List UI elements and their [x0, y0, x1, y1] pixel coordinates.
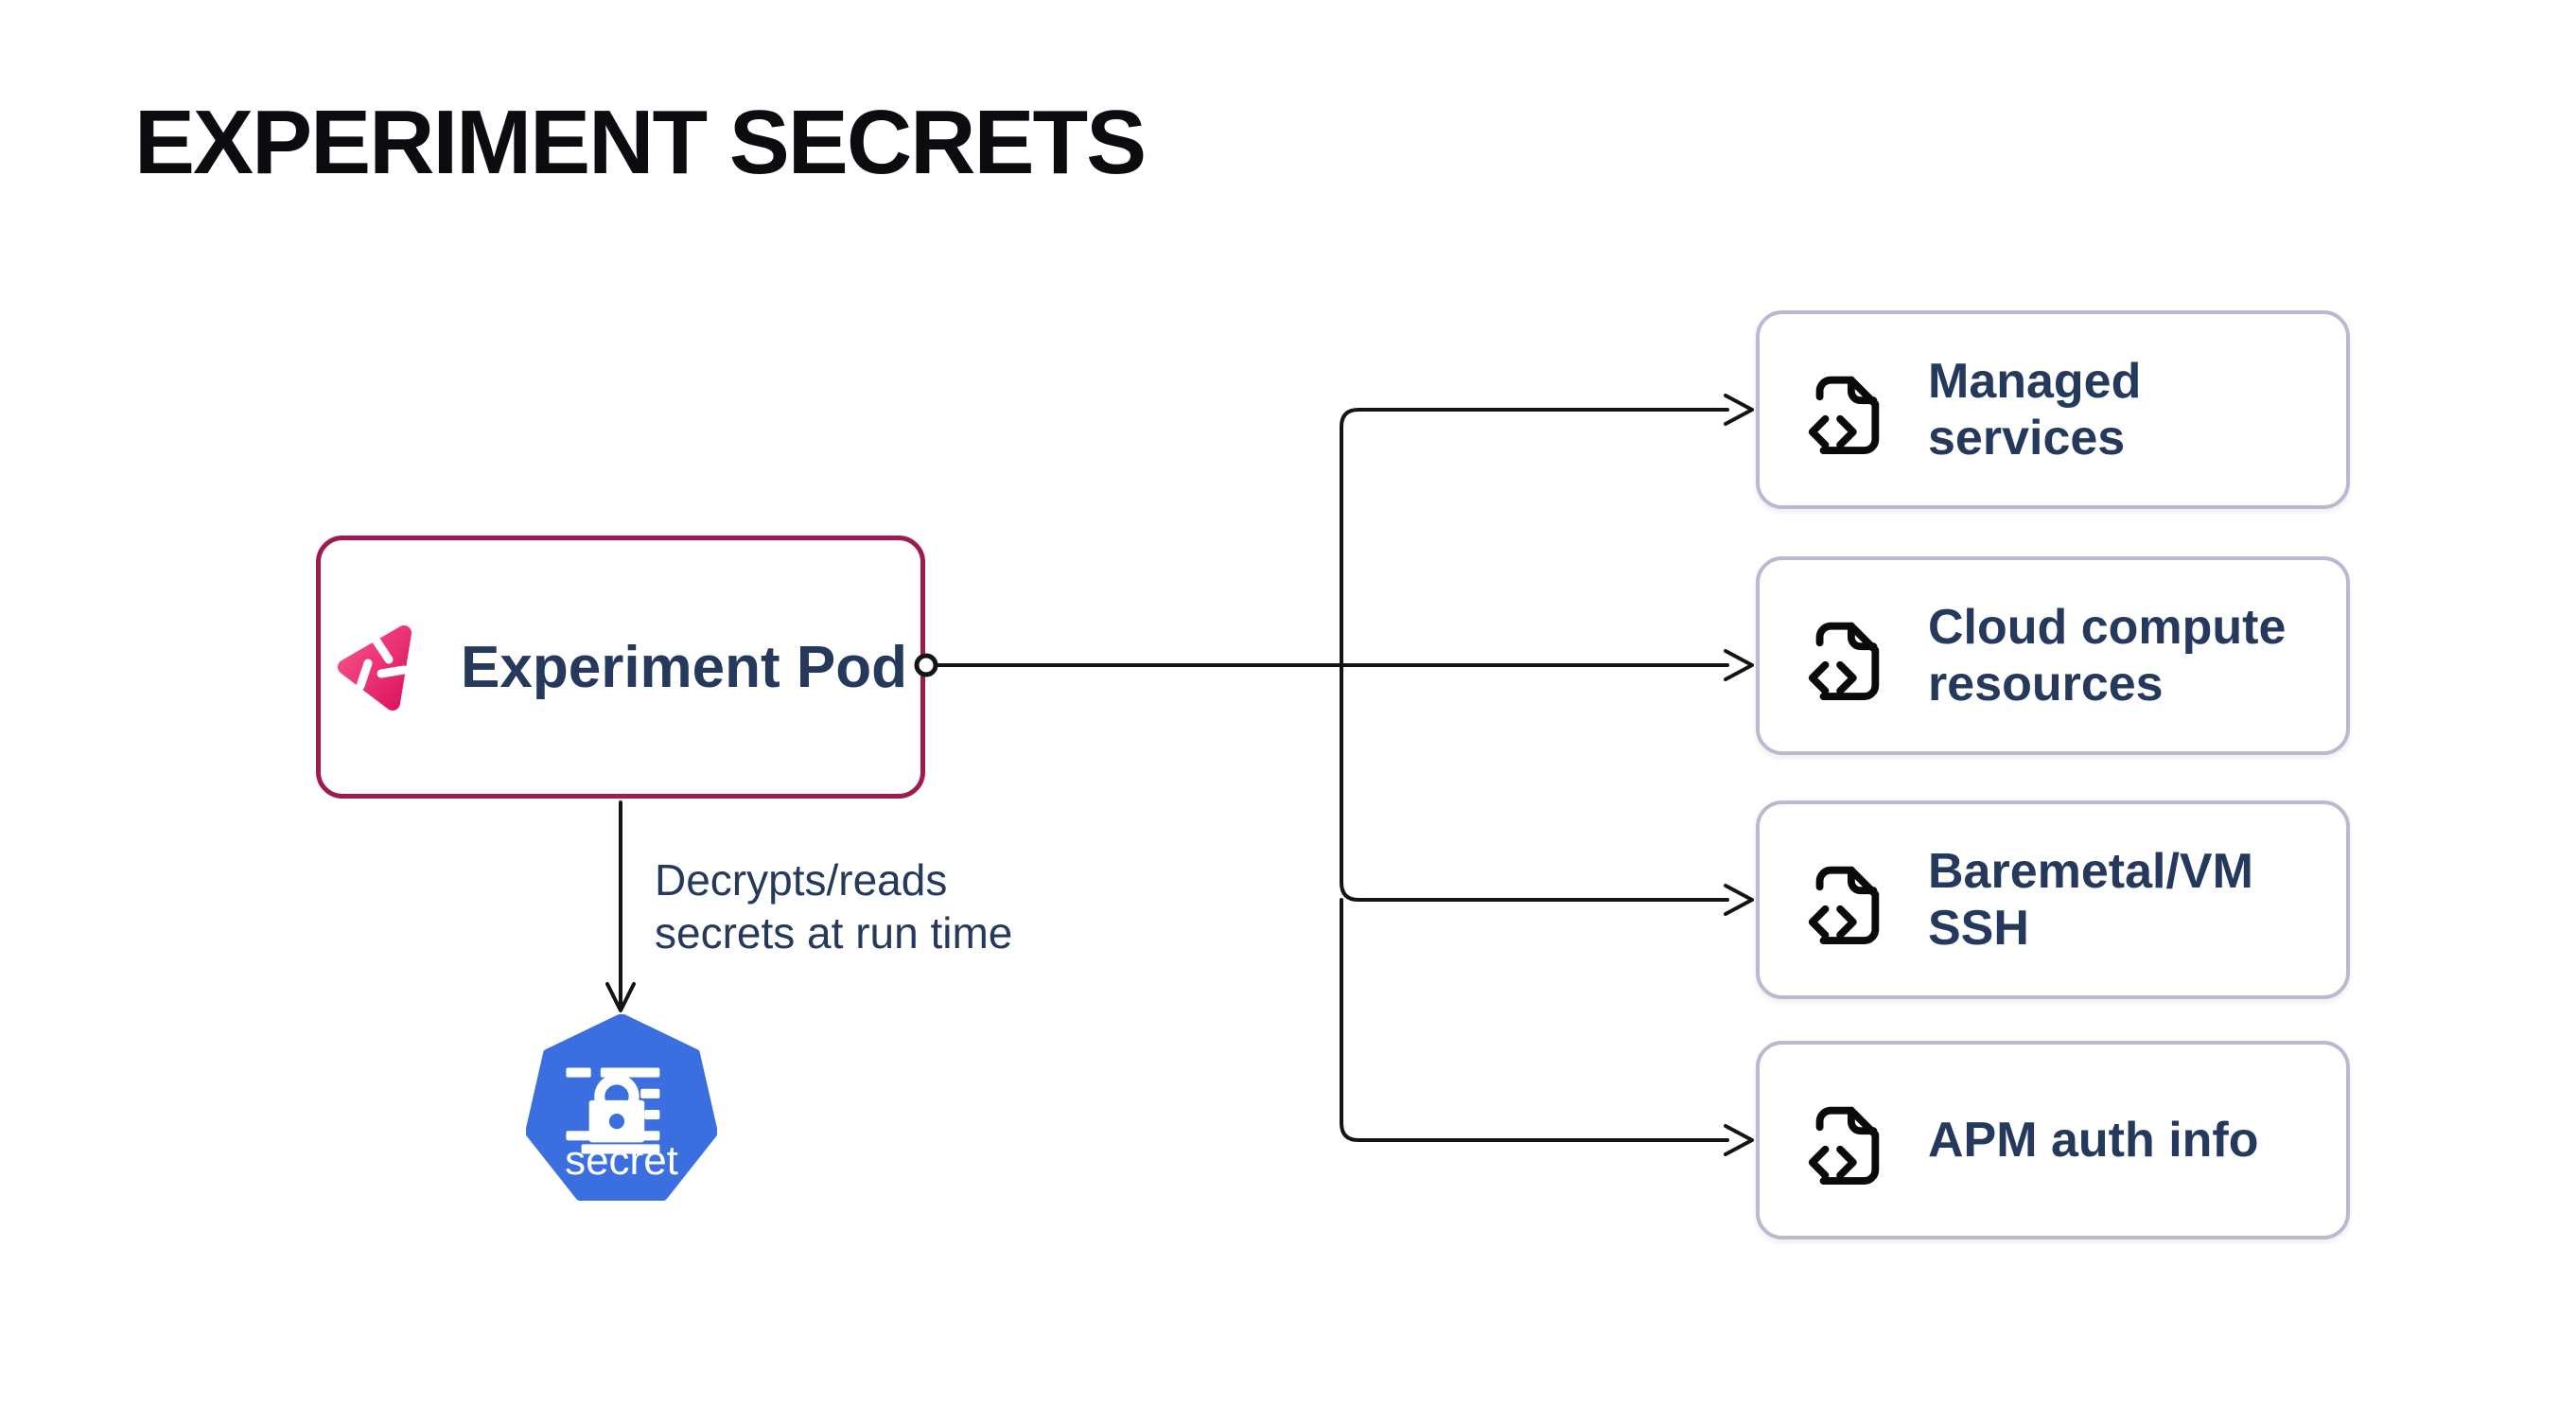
target-node-baremetal-ssh: Baremetal/VM SSH: [1756, 800, 2350, 999]
file-code-icon: [1808, 376, 1880, 454]
kubernetes-secret-icon: [526, 1014, 717, 1201]
target-label: Managed services: [1928, 353, 2142, 466]
annotation-line-1: Decrypts/reads: [655, 855, 948, 905]
experiment-pod-label: Experiment Pod: [461, 634, 907, 700]
target-node-managed-services: Managed services: [1756, 310, 2350, 509]
target-node-apm-auth: APM auth info: [1756, 1041, 2350, 1239]
kubernetes-secret-node: secret: [526, 1014, 717, 1205]
litmus-chaos-icon: [338, 625, 412, 711]
annotation-line-2: secrets at run time: [655, 908, 1013, 958]
target-label: APM auth info: [1928, 1112, 2259, 1168]
target-label: Cloud compute resources: [1928, 599, 2287, 712]
page-title: EXPERIMENT SECRETS: [134, 92, 1147, 193]
edge-to-apm-auth: [1340, 898, 1729, 1142]
file-code-icon: [1808, 1106, 1880, 1185]
experiment-pod-node: Experiment Pod: [316, 536, 925, 799]
arrowhead-baremetal-ssh: [1724, 884, 1754, 916]
arrowhead-apm-auth: [1724, 1124, 1754, 1156]
file-code-icon: [1808, 866, 1880, 944]
target-label: Baremetal/VM SSH: [1928, 843, 2253, 956]
secret-label: secret: [565, 1137, 678, 1184]
edge-to-managed-services: [1340, 408, 1729, 667]
edge-to-baremetal-ssh: [1340, 663, 1729, 902]
file-code-icon: [1808, 622, 1880, 700]
target-node-cloud-compute: Cloud compute resources: [1756, 556, 2350, 755]
arrowhead-cloud-compute: [1724, 649, 1754, 681]
arrowhead-managed-services: [1724, 394, 1754, 426]
arrowhead-secret: [605, 982, 636, 1012]
edge-annotation: Decrypts/reads secrets at run time: [655, 853, 1012, 959]
